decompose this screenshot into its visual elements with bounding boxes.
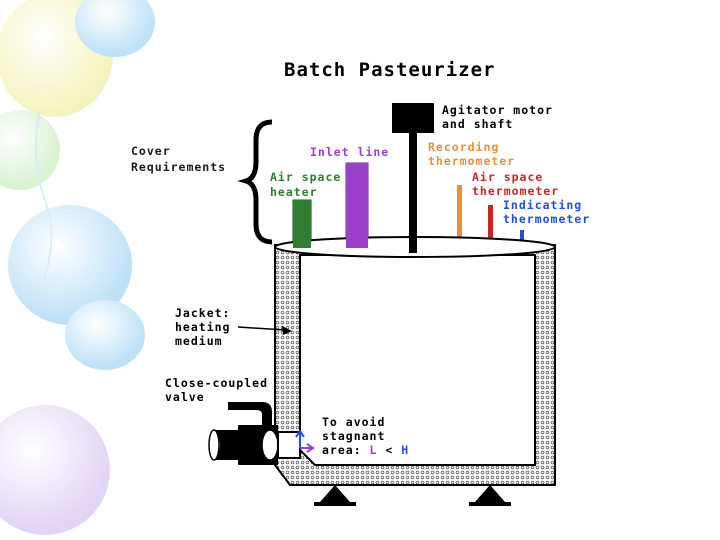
cover-brace (237, 119, 273, 245)
stagnant-l-letter: L (370, 443, 378, 457)
balloon-green (0, 110, 60, 190)
balloon-blue-small (65, 300, 145, 370)
diagram-title: Batch Pasteurizer (284, 59, 495, 81)
recording-thermometer-label-line1: Recording (428, 140, 499, 154)
jacket-label-line3: medium (175, 334, 223, 348)
cover-requirements-label-line2: Requirements (131, 160, 226, 174)
air-space-thermometer (488, 205, 493, 247)
decorative-balloons (0, 0, 155, 535)
stagnant-l-arrow (306, 443, 315, 453)
air-space-heater-label-line1: Air space (270, 170, 341, 184)
stagnant-h-letter: H (401, 443, 409, 457)
balloon-string (35, 109, 53, 291)
balloon-blue (8, 205, 132, 325)
stagnant-label-line1: To avoid (322, 415, 385, 429)
indicating-thermometer-label-line1: Indicating (503, 198, 582, 212)
balloon-blue-top (75, 0, 155, 57)
jacket-label-line2: heating (175, 320, 230, 334)
air-space-heater-overlay (293, 200, 311, 248)
agitator-shaft-overlay (409, 133, 417, 253)
stagnant-prefix: area: (322, 443, 370, 457)
stagnant-label-line2: stagnant (322, 429, 385, 443)
balloon-purple (0, 405, 110, 535)
tank-foot-left (320, 485, 350, 502)
inlet-line-overlay (346, 163, 368, 248)
stagnant-h-arrow (295, 429, 305, 438)
tank-foot-left-base (314, 502, 356, 506)
jacket-arrow-head (282, 326, 292, 335)
valve-label-line2: valve (165, 390, 205, 404)
stagnant-operator: < (377, 443, 401, 457)
agitator-motor (392, 103, 434, 133)
indicating-thermometer-label-line2: thermometer (503, 212, 590, 226)
tank-foot-right (475, 485, 505, 502)
inlet-line-label: Inlet line (310, 145, 389, 159)
jacket-arrow-line (237, 326, 286, 331)
air-space-heater-label-line2: heater (270, 185, 318, 199)
stagnant-label-line3: area: L < H (322, 443, 409, 457)
close-coupled-valve (208, 402, 301, 465)
recording-thermometer (457, 185, 462, 250)
air-space-thermometer-label-line1: Air space (472, 170, 543, 184)
agitator-label-line2: and shaft (442, 117, 513, 131)
cover-requirements-label-line1: Cover (131, 144, 171, 158)
recording-thermometer-label-line2: thermometer (428, 154, 515, 168)
air-space-thermometer-label-line2: thermometer (472, 184, 559, 198)
agitator-label-line1: Agitator motor (442, 103, 553, 117)
jacket-label-line1: Jacket: (175, 306, 230, 320)
valve-label-line1: Close-coupled (165, 376, 268, 390)
tank-foot-right-base (469, 502, 511, 506)
